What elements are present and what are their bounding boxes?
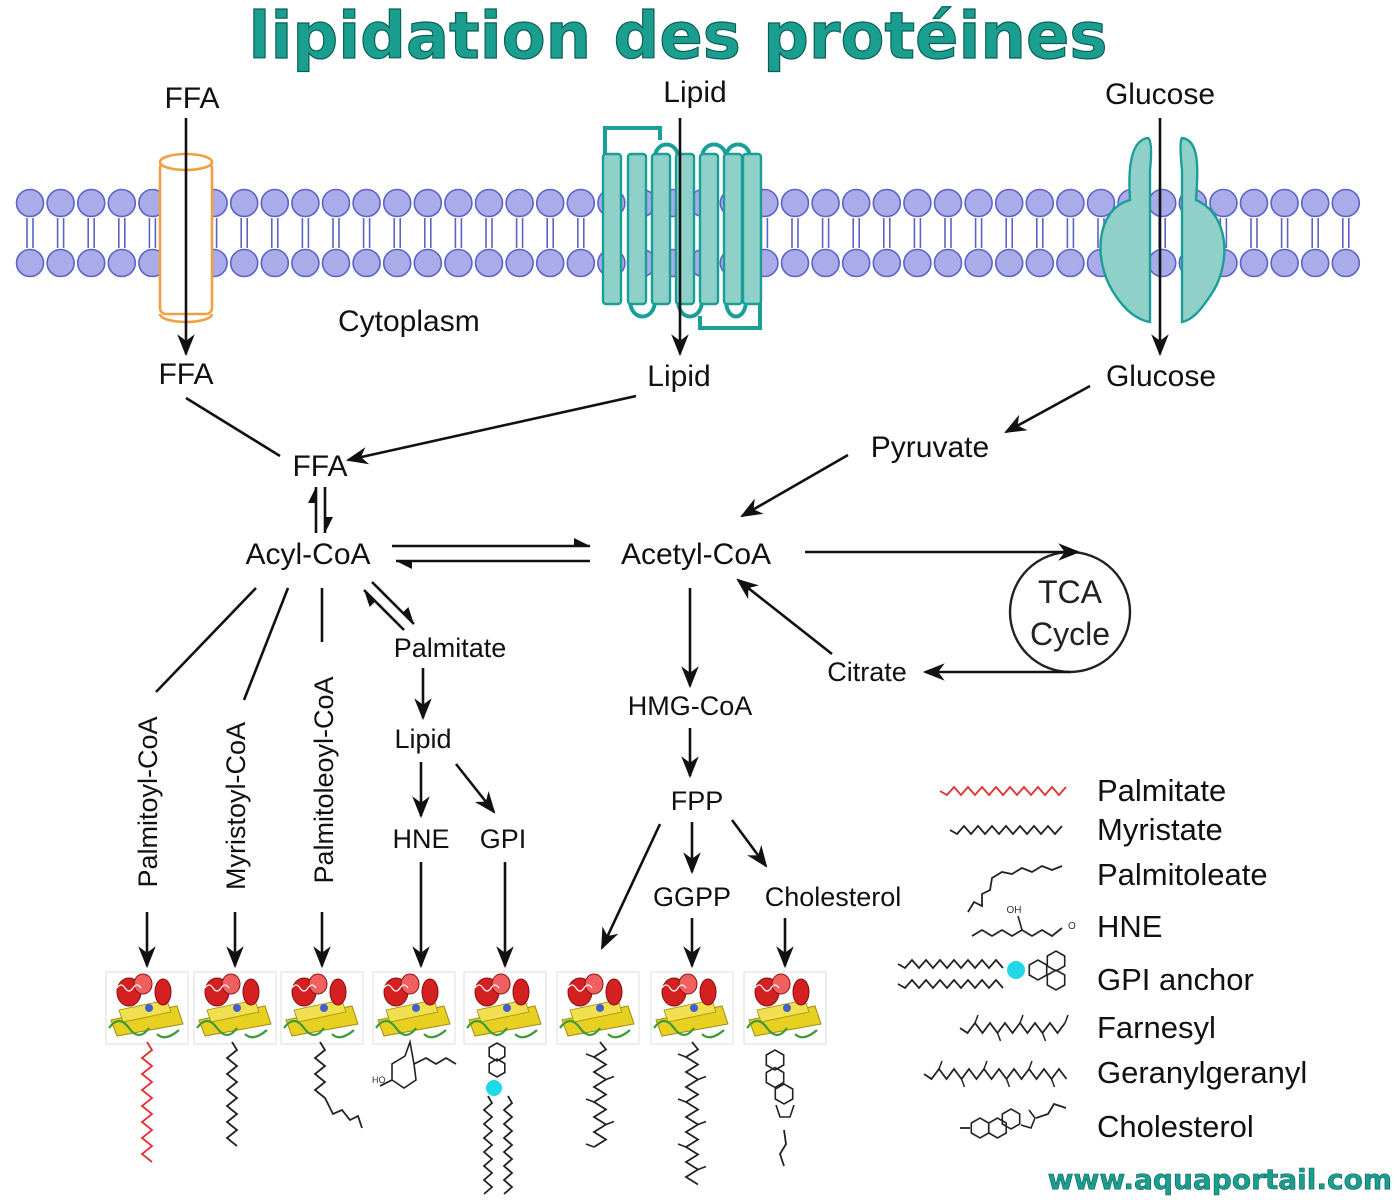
legend-label-farnesyl: Farnesyl (1097, 1010, 1216, 1045)
tca-cycle: TCA Cycle (1008, 550, 1132, 674)
legend-label-hne: HNE (1097, 909, 1162, 944)
attached-lipid-groups (140, 1038, 795, 1195)
ggpp-node: GGPP (653, 882, 731, 912)
cytoplasm-label: Cytoplasm (338, 305, 480, 338)
legend: Palmitate Myristate Palmitoleate HNE GPI… (897, 773, 1307, 1144)
protein-structure-6 (556, 971, 640, 1045)
hne-ho-label: HO (372, 1075, 386, 1085)
myristoyl-coa-label: Myristoyl-CoA (221, 722, 251, 890)
legend-symbol-cholesterol (960, 1102, 1067, 1139)
hne-node: HNE (392, 824, 449, 854)
tca-label: TCA (1038, 574, 1103, 610)
myristate-chain (225, 1041, 239, 1147)
lipid-node: Lipid (394, 724, 451, 754)
geranylgeranyl-group (677, 1041, 707, 1186)
protein-structure-8 (743, 971, 827, 1045)
protein-structure-5 (463, 971, 547, 1045)
legend-symbol-hne (971, 915, 1063, 938)
legend-symbol-palmitate (939, 785, 1067, 797)
cycle-label: Cycle (1030, 616, 1110, 652)
glucose-transporter (1099, 136, 1226, 324)
citrate-node: Citrate (827, 657, 907, 687)
legend-symbol-myristate (949, 824, 1063, 836)
lipid-outside-label: Lipid (663, 76, 726, 109)
protein-structure-1 (105, 971, 189, 1045)
cholesterol-group (765, 1049, 795, 1167)
gpi-node: GPI (480, 824, 527, 854)
hne-group (379, 1038, 457, 1089)
page-title: lipidation des protéines (249, 0, 1108, 74)
legend-label-gpi-anchor: GPI anchor (1097, 962, 1254, 997)
gpi-anchor-group (482, 1042, 514, 1195)
palmitoleate-chain (313, 1041, 363, 1129)
acyl-coa-node: Acyl-CoA (245, 538, 370, 571)
ffa-node: FFA (292, 450, 347, 483)
protein-row (105, 971, 827, 1045)
legend-symbols (897, 785, 1069, 1139)
palmitate-node: Palmitate (394, 633, 507, 663)
legend-label-palmitate: Palmitate (1097, 773, 1226, 808)
website-url: www.aquaportail.com (1048, 1163, 1392, 1196)
pyruvate-node: Pyruvate (871, 431, 989, 464)
hne-oh-label: OH (1007, 905, 1022, 916)
hne-o-label: O (1068, 921, 1076, 932)
palmitoyl-coa-label: Palmitoyl-CoA (133, 716, 163, 887)
palmitate-chain (140, 1041, 154, 1163)
glucose-outside-label: Glucose (1105, 78, 1215, 111)
lipid-transporter-protein (601, 126, 763, 330)
farnesyl-group (585, 1041, 615, 1148)
legend-label-myristate: Myristate (1097, 812, 1223, 847)
protein-structure-4 (372, 971, 456, 1045)
protein-structure-2 (193, 971, 277, 1045)
legend-symbol-palmitoleate (967, 864, 1063, 913)
cholesterol-node: Cholesterol (765, 882, 902, 912)
ffa-outside-label: FFA (164, 82, 219, 115)
palmitoleoyl-coa-label: Palmitoleoyl-CoA (309, 676, 339, 883)
ffa-inside-label: FFA (158, 358, 213, 391)
legend-symbol-gpi-anchor (897, 950, 1066, 991)
protein-structure-7 (650, 971, 734, 1045)
legend-symbol-farnesyl (959, 1014, 1069, 1042)
lipid-inside-label: Lipid (647, 360, 710, 393)
legend-label-palmitoleate: Palmitoleate (1097, 857, 1268, 892)
legend-label-geranylgeranyl: Geranylgeranyl (1097, 1055, 1307, 1090)
hmg-coa-node: HMG-CoA (628, 691, 753, 721)
fpp-node: FPP (671, 786, 724, 816)
glucose-inside-label: Glucose (1106, 360, 1216, 393)
protein-structure-3 (280, 971, 364, 1045)
legend-symbol-geranylgeranyl (923, 1060, 1068, 1088)
acetyl-coa-node: Acetyl-CoA (621, 538, 771, 571)
legend-label-cholesterol: Cholesterol (1097, 1109, 1254, 1144)
pathway-arrows (138, 384, 1091, 969)
